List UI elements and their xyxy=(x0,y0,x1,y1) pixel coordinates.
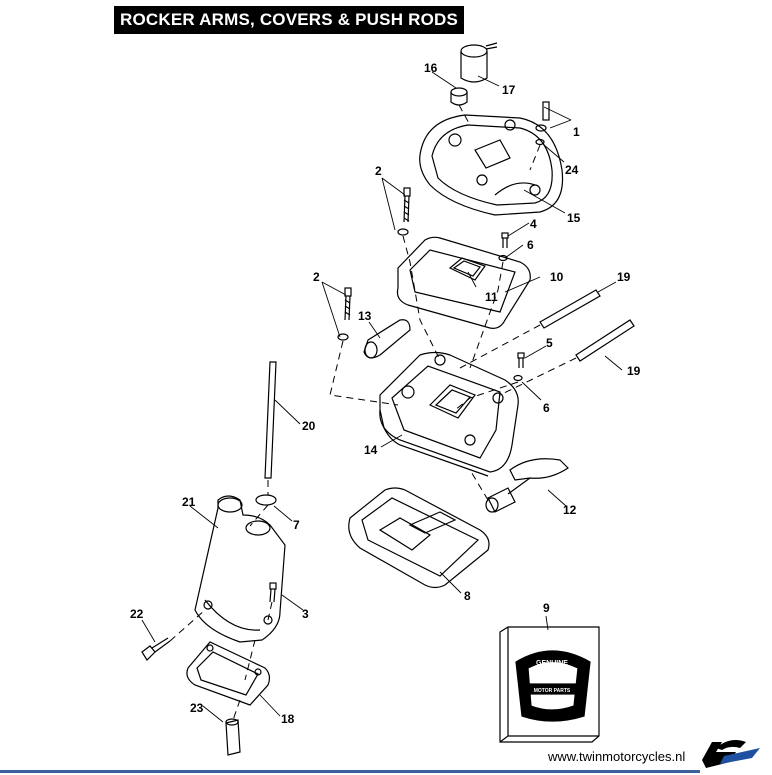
callout-9: 9 xyxy=(543,601,550,615)
callout-8: 8 xyxy=(464,589,471,603)
callout-22: 22 xyxy=(130,607,144,621)
part-16-grommet xyxy=(450,87,468,106)
logo-text: GENUINE xyxy=(536,660,568,667)
callout-23: 23 xyxy=(190,701,204,715)
part-10-gasket xyxy=(396,236,531,329)
callout-5: 5 xyxy=(546,336,553,350)
callout-24: 24 xyxy=(565,163,579,177)
part-2-bolt-lower xyxy=(337,287,352,341)
part-7-oring xyxy=(255,494,277,506)
part-21-tube-cover xyxy=(194,495,286,643)
callout-2-upper: 2 xyxy=(375,164,382,178)
callout-13: 13 xyxy=(358,309,372,323)
callout-21: 21 xyxy=(182,495,196,509)
callout-3: 3 xyxy=(302,607,309,621)
part-23-lifter xyxy=(225,718,241,756)
callout-4: 4 xyxy=(530,217,537,231)
callout-2-lower: 2 xyxy=(313,270,320,284)
twin-motorcycles-logo xyxy=(702,740,760,768)
part-13-tube xyxy=(363,319,411,359)
part-18-base-gasket xyxy=(186,641,271,706)
callout-1: 1 xyxy=(573,125,580,139)
part-19-shafts xyxy=(539,289,635,362)
part-20-pushrod xyxy=(264,361,277,479)
callout-20: 20 xyxy=(302,419,316,433)
callout-14: 14 xyxy=(364,443,378,457)
callout-18: 18 xyxy=(281,712,295,726)
part-3-screw xyxy=(269,582,277,603)
part-8-lower-gasket xyxy=(348,487,490,589)
callout-6-upper: 6 xyxy=(527,238,534,252)
callout-11: 11 xyxy=(485,290,498,304)
part-22-bolt xyxy=(141,637,171,661)
part-12-rocker-arm xyxy=(485,458,569,513)
callout-16: 16 xyxy=(424,61,438,75)
part-14-rocker-housing xyxy=(379,351,519,477)
callout-15: 15 xyxy=(567,211,581,225)
page-title: ROCKER ARMS, COVERS & PUSH RODS xyxy=(114,6,464,34)
callout-6-lower: 6 xyxy=(543,401,550,415)
site-url-link[interactable]: www.twinmotorcycles.nl xyxy=(548,749,686,764)
part-15-rocker-cover xyxy=(419,114,564,216)
callout-7: 7 xyxy=(293,518,300,532)
bottom-divider xyxy=(0,770,700,773)
logo-subtext: MOTOR PARTS xyxy=(534,688,571,694)
callout-19-lower: 19 xyxy=(627,364,641,378)
part-17-breather xyxy=(460,42,498,83)
callout-17: 17 xyxy=(502,83,516,97)
part-5-screw xyxy=(513,352,525,382)
part-9-manual: GENUINE MOTOR PARTS xyxy=(499,626,600,743)
callout-19-upper: 19 xyxy=(617,270,631,284)
callout-12: 12 xyxy=(563,503,577,517)
part-2-bolt-upper xyxy=(397,187,411,236)
callout-10: 10 xyxy=(550,270,564,284)
genuine-motor-parts-logo: GENUINE MOTOR PARTS xyxy=(515,650,591,722)
